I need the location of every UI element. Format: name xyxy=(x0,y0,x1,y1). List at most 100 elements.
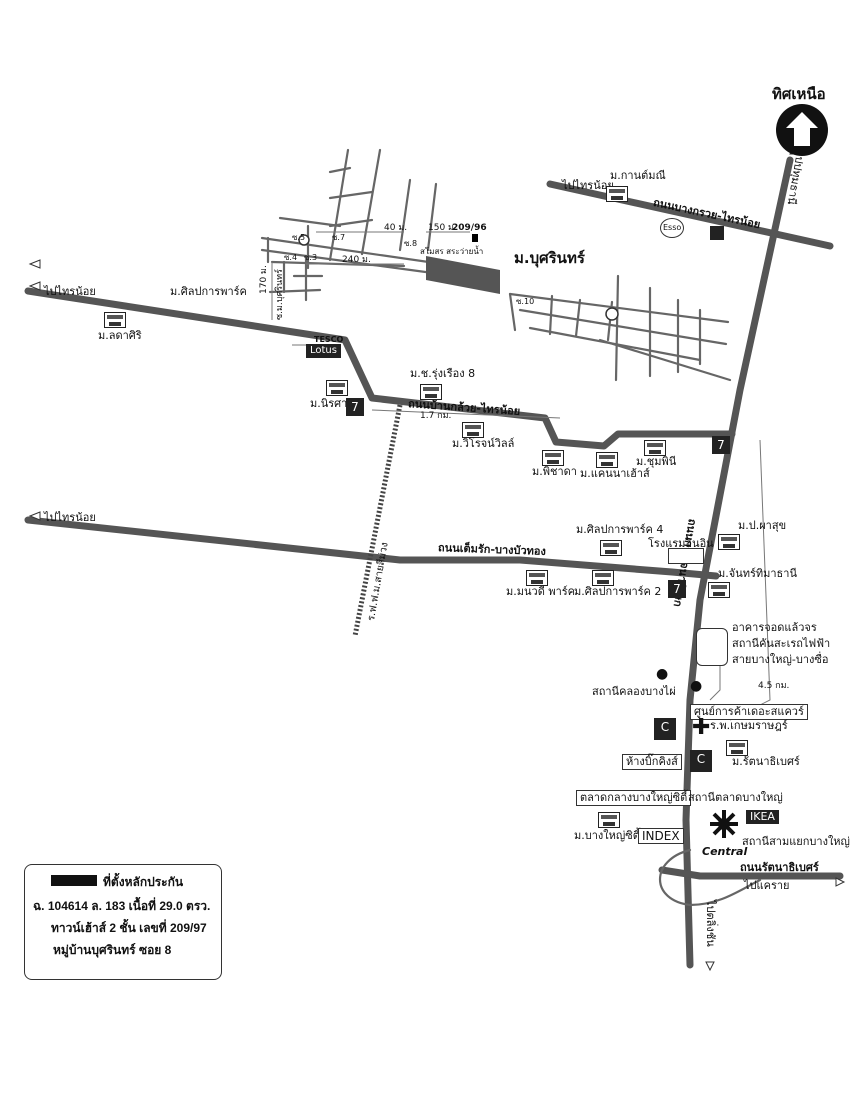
dir-sai-noi-2: ไปไทรน้อย xyxy=(44,511,96,524)
rail-line xyxy=(352,404,403,637)
station-icon-box xyxy=(696,628,728,666)
legend-box: ที่ตั้งหลักประกัน ฉ. 104614 ล. 183 เนื้อ… xyxy=(24,864,222,980)
village-busarin: ม.บุศรินทร์ xyxy=(514,249,585,267)
village-manawadee: ม.มนวดี พาร์ค xyxy=(506,585,576,598)
legend-title: ที่ตั้งหลักประกัน xyxy=(103,875,184,889)
place-bang-yai-station: สถานีตลาดบางใหญ่ xyxy=(688,791,783,804)
seven-eleven-icon-2: 7 xyxy=(712,436,730,454)
house-icon xyxy=(708,582,730,598)
dir-sai-noi-3: ไปไทรน้อย xyxy=(562,179,614,192)
village-sinlapakorn-4: ม.ศิลปการพาร์ค 4 xyxy=(576,523,664,536)
village-ladasiri: ม.ลดาศิริ xyxy=(98,329,142,342)
village-pakasuk: ม.ป.ผาสุข xyxy=(738,519,787,532)
label-soi-5: ซ.5 xyxy=(292,233,306,242)
gas-station-icon xyxy=(710,226,724,240)
road-ban-kluai-sai-noi xyxy=(24,287,736,450)
village-sinlapakorn-park: ม.ศิลปการพาร์ค xyxy=(170,285,247,298)
place-service-center: ศูนย์การค้าเดอะสแควร์ xyxy=(690,704,808,720)
house-icon xyxy=(644,440,666,456)
label-soi-busarin: ซ.ม.บุศรินทร์ xyxy=(275,269,285,320)
seven-eleven-icon: 7 xyxy=(346,398,364,416)
tesco-label: TESCO xyxy=(314,335,344,344)
village-kanchanamani: ม.กานต์มณี xyxy=(610,169,666,182)
drop-icon-2: ● xyxy=(690,678,703,694)
property-block xyxy=(426,256,500,294)
village-chumphini: ม.ชุมพินี xyxy=(636,455,677,468)
village-janthip: ม.จันทร์ทิมาธานี xyxy=(718,567,797,580)
house-icon xyxy=(420,384,442,400)
dimension-4-5 xyxy=(729,439,771,721)
seven-eleven-icon-3: 7 xyxy=(668,580,686,598)
village-nirasa: ม.นิรศา xyxy=(310,397,348,410)
roundabout-1 xyxy=(298,234,310,246)
place-bang-yai-market: ตลาดกลางบางใหญ่ซิตี้ xyxy=(576,790,692,806)
label-swimming-pool: สโมสร สระว่ายน้ำ xyxy=(420,247,484,256)
house-icon xyxy=(718,534,740,550)
mall-icon: C xyxy=(654,718,676,740)
place-central: Central xyxy=(702,845,748,858)
place-lotus: Lotus xyxy=(306,344,341,358)
place-ikea: IKEA xyxy=(746,810,779,824)
north-arrow-icon xyxy=(776,104,828,156)
roundabout-2 xyxy=(605,307,619,321)
house-icon xyxy=(104,312,126,328)
interchange-loop xyxy=(658,848,762,907)
distance-170: 170 ม. xyxy=(259,265,269,294)
dir-sai-noi-1: ไปไทรน้อย xyxy=(44,285,96,298)
village-rung-rueang: ม.ช.รุ่งเรือง 8 xyxy=(410,367,476,380)
village-phichada: ม.พิชาดา xyxy=(532,465,577,478)
label-house-no: 209/96 xyxy=(452,223,487,233)
dir-taling-chan: ไปตลิ่งชัน xyxy=(704,900,717,947)
house-icon xyxy=(598,812,620,828)
road-bang-kruai-sai-noi xyxy=(546,180,834,250)
mall-icon-2: C xyxy=(690,750,712,772)
village-kannika: ม.แคนนาเฮ้าส์ xyxy=(580,467,650,480)
place-khlong-bang-phai: สถานีคลองบางไผ่ xyxy=(592,685,676,698)
drop-icon: ● xyxy=(656,666,669,682)
label-soi-10: ซ.10 xyxy=(516,297,535,306)
village-bang-yai-city: ม.บางใหญ่ซิตี้ xyxy=(574,829,640,842)
house-icon xyxy=(462,422,484,438)
label-soi-7: ซ.7 xyxy=(332,233,346,242)
hospital-cross-icon: ✚ xyxy=(692,715,711,740)
label-soi-8: ซ.8 xyxy=(404,239,418,248)
legend-line-3: หมู่บ้านบุศรินทร์ ซอย 8 xyxy=(53,943,172,957)
esso-icon: Esso xyxy=(660,218,685,238)
dimension-1-7 xyxy=(371,409,561,419)
distance-4-5: 4.5 กม. xyxy=(758,681,790,691)
central-logo-icon xyxy=(704,810,744,846)
road-kanchanaphisek xyxy=(682,156,794,969)
house-icon xyxy=(326,380,348,396)
busarin-street-grid xyxy=(260,148,732,382)
label-soi-3: ซ.3 xyxy=(304,253,318,262)
village-virochana: ม.วิโรจน์วิลล์ xyxy=(452,437,515,450)
village-rattanathibet: ม.รัตนาธิเบศร์ xyxy=(732,755,800,768)
collateral-marker xyxy=(472,234,478,242)
inn-box xyxy=(668,548,704,564)
north-label: ทิศเหนือ xyxy=(772,85,826,103)
place-inn: โรงแรมอินอิน xyxy=(648,537,714,550)
distance-1-7: 1.7 กม. xyxy=(420,411,452,421)
distance-240: 240 ม. xyxy=(342,255,371,265)
house-icon xyxy=(526,570,548,586)
house-icon xyxy=(600,540,622,556)
place-power-station: อาคารจอดแล้วจร สถานีคันสะเรถไฟฟ้า สายบาง… xyxy=(732,621,831,666)
house-icon xyxy=(596,452,618,468)
house-icon xyxy=(726,740,748,756)
road-tem-rak-bang-bua-thong xyxy=(24,516,720,580)
place-bang-yai-junction: สถานีสามแยกบางใหญ่ xyxy=(742,835,850,848)
dir-pak-kret: ไปแคราย xyxy=(744,879,790,892)
place-kasemrad: ร.พ.เกษมราษฎร์ xyxy=(710,719,788,732)
house-icon xyxy=(592,570,614,586)
village-sinlapakorn-2: ม.ศิลปการพาร์ค 2 xyxy=(574,585,662,598)
place-index: INDEX xyxy=(638,828,684,844)
house-icon xyxy=(606,186,628,202)
label-soi-4: ซ.4 xyxy=(284,253,298,262)
house-icon xyxy=(542,450,564,466)
road-label-rattanathibet: ถนนรัตนาธิเบศร์ xyxy=(740,861,819,874)
legend-swatch xyxy=(51,875,97,886)
legend-line-2: ทาวน์เฮ้าส์ 2 ชั้น เลขที่ 209/97 xyxy=(51,921,207,935)
place-big-king: ห้างบิ๊กคิงส์ xyxy=(622,754,682,770)
road-rattanathibet xyxy=(658,866,844,880)
